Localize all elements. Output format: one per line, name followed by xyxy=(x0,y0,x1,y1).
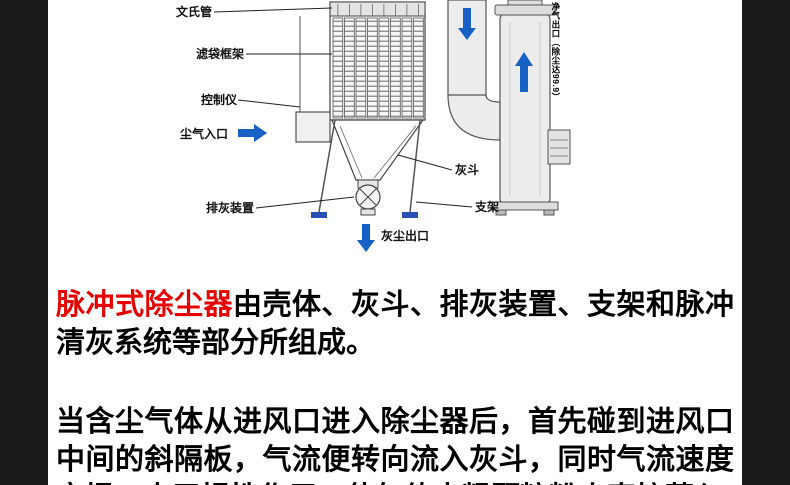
dust-collector-diagram: 文氏管 滤袋框架 控制仪 尘气入口 排灰装置 灰斗 支架 灰尘出口 净气出口（除… xyxy=(48,0,742,272)
support-legs xyxy=(311,119,421,218)
stack-foot xyxy=(495,209,507,216)
ash-discharge-label: 排灰装置 xyxy=(206,200,254,215)
stack-base xyxy=(491,201,559,211)
leader-controller xyxy=(237,99,301,108)
valve-spoke xyxy=(359,188,377,206)
support-foot xyxy=(311,212,327,218)
hopper-assembly xyxy=(331,119,425,216)
arrow-shaft xyxy=(362,224,370,240)
arrow-shaft xyxy=(463,8,471,28)
filter-bag xyxy=(401,17,413,119)
support-leg xyxy=(318,119,336,213)
dust-inlet-arrow xyxy=(238,124,267,142)
airflow-up-arrow xyxy=(515,52,533,92)
valve-base xyxy=(360,208,376,216)
stack-outlet-cap xyxy=(507,0,543,6)
clean-air-outlet-label: 净气出口（除尘达99.9） xyxy=(550,2,561,102)
term-pulse-dust-collector: 脉冲式除尘器 xyxy=(56,289,233,321)
controller-label: 控制仪 xyxy=(201,92,238,107)
clean-air-plenum xyxy=(329,1,426,17)
arrow-shaft xyxy=(520,66,528,92)
outlet-stack xyxy=(499,13,551,205)
paragraph-2: 当含尘气体从进风口进入除尘器后，首先碰到进风口中间的斜隔板，气流便转向流入灰斗，… xyxy=(56,405,734,485)
filter-bag xyxy=(332,17,344,119)
description-text: 脉冲式除尘器由壳体、灰斗、排灰装置、支架和脉冲清灰系统等部分所组成。 当含尘气体… xyxy=(48,272,742,485)
filter-bag xyxy=(367,17,378,119)
arrow-head xyxy=(254,124,267,142)
hopper-baffle-line xyxy=(373,125,417,179)
dust-gas-inlet-label: 尘气入口 xyxy=(180,126,228,141)
paragraph-1-body: 由壳体、灰斗、排灰装置、支架和脉冲清灰系统等部分所组成。 xyxy=(56,289,734,360)
leader-support xyxy=(415,201,473,208)
dust-outlet-arrow xyxy=(357,224,375,252)
arrow-head xyxy=(458,28,476,40)
venturi-tubes xyxy=(337,4,419,16)
dust-outlet-label: 灰尘出口 xyxy=(381,228,429,243)
airflow-down-arrow xyxy=(458,8,476,40)
paragraph-1: 脉冲式除尘器由壳体、灰斗、排灰装置、支架和脉冲清灰系统等部分所组成。 xyxy=(56,286,734,363)
diagram-canvas: 文氏管 滤袋框架 控制仪 尘气入口 排灰装置 灰斗 支架 灰尘出口 xyxy=(176,0,571,252)
hopper-baffle-line xyxy=(339,125,363,179)
arrow-head xyxy=(357,240,375,252)
stack-flange xyxy=(494,4,556,16)
baghouse-unit xyxy=(295,1,426,143)
inlet-box xyxy=(295,111,331,143)
duct-elbow xyxy=(447,94,501,141)
arrow-shaft xyxy=(238,129,254,137)
leader-hopper xyxy=(397,154,453,171)
outlet-duct xyxy=(447,0,571,216)
venturi-tube-label: 文氏管 xyxy=(176,4,212,19)
filter-bag xyxy=(413,17,424,119)
filter-bag xyxy=(355,17,367,119)
filter-bag xyxy=(378,17,390,119)
filter-bag-frame-label: 滤袋框架 xyxy=(196,46,244,61)
leader-venturi xyxy=(213,7,333,13)
filter-bags xyxy=(332,17,424,119)
support-leg xyxy=(409,119,421,213)
ash-hopper-label: 灰斗 xyxy=(455,162,479,177)
stack-foot xyxy=(543,209,555,216)
support-foot xyxy=(402,212,418,218)
arrow-head xyxy=(515,52,533,66)
content-column: 文氏管 滤袋框架 控制仪 尘气入口 排灰装置 灰斗 支架 灰尘出口 净气出口（除… xyxy=(48,0,742,485)
filter-bag xyxy=(390,17,401,119)
leader-ash-discharge xyxy=(255,196,355,209)
ash-hopper-shape xyxy=(331,119,425,181)
fan-motor-box xyxy=(547,129,571,165)
filter-bag xyxy=(344,17,355,119)
support-frame-label: 支架 xyxy=(474,199,499,214)
